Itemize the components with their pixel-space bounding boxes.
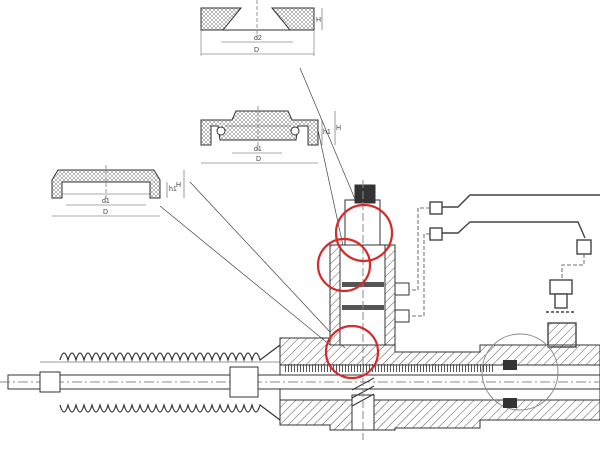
middle-seal-d1-label: d1 (254, 146, 262, 153)
piston-seal (503, 360, 517, 370)
middle-seal-D-label: D (256, 156, 261, 163)
middle-seal-drawing: d1 D h1 H (200, 106, 341, 164)
top-seal-D-label: D (254, 47, 259, 54)
pinion-seal-highlight (324, 324, 380, 380)
left-seal-drawing: d1 D h1 H (51, 165, 185, 217)
highlight-circles (316, 203, 559, 411)
middle-seal-H-label: H (336, 125, 341, 132)
left-seal-h1-label: h1 (169, 186, 177, 193)
upper-valve-seal-highlight (334, 203, 394, 263)
left-seal-d1-label: d1 (102, 198, 110, 205)
piston-seal-lower (503, 398, 517, 408)
left-seal-D-label: D (103, 209, 108, 216)
bellows-boot (40, 344, 281, 421)
top-seal-d2-label: d2 (254, 35, 262, 42)
hydraulic-pipes (409, 194, 600, 348)
piston-seal-detail-circle (481, 333, 559, 411)
top-seal-drawing: d2 D H (200, 0, 323, 56)
left-seal-H-label: H (176, 182, 181, 189)
top-seal-H-label: H (316, 17, 321, 24)
middle-valve-seal-highlight (316, 237, 372, 293)
rack-housing (0, 337, 600, 431)
